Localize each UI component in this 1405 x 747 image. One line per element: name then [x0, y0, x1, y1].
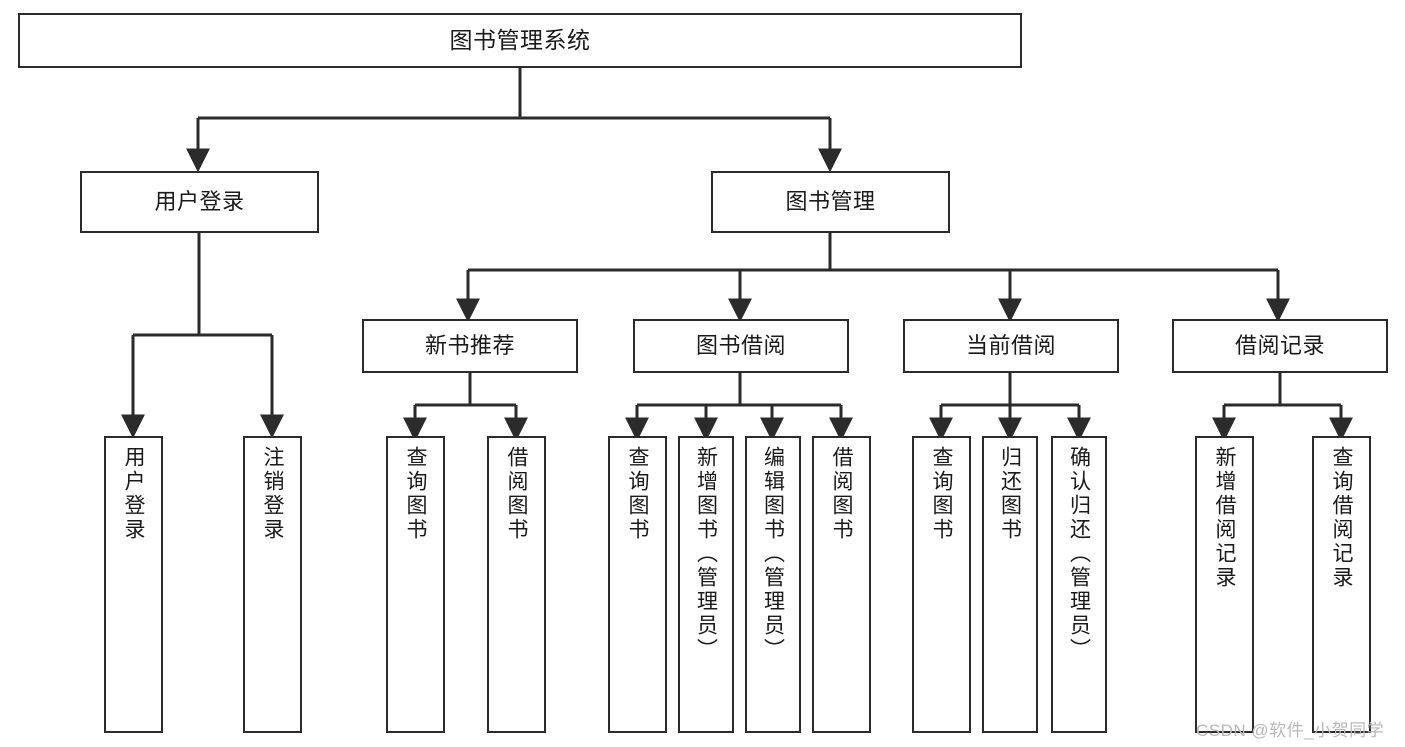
node-label: 用户登录: [122, 446, 145, 542]
node-label: 图书管理: [785, 189, 876, 215]
leaf-borrow-book-recommend[interactable]: 借阅图书: [487, 436, 546, 733]
node-label: 借阅记录: [1234, 333, 1325, 359]
node-label: 新书推荐: [424, 333, 515, 359]
node-label: 查询图书: [626, 446, 649, 542]
node-current-borrow[interactable]: 当前借阅: [903, 319, 1119, 373]
node-root-system[interactable]: 图书管理系统: [18, 13, 1022, 68]
node-label: 编辑图书（管理员）: [761, 446, 785, 662]
node-label: 新增借阅记录: [1213, 446, 1236, 590]
leaf-borrow-book[interactable]: 借阅图书: [812, 436, 871, 733]
leaf-user-login[interactable]: 用户登录: [104, 436, 163, 733]
node-label: 用户登录: [154, 189, 245, 215]
leaf-return-book[interactable]: 归还图书: [982, 436, 1038, 733]
leaf-query-borrow-record[interactable]: 查询借阅记录: [1312, 436, 1371, 733]
node-label: 当前借阅: [965, 333, 1056, 359]
node-label: 借阅图书: [830, 446, 853, 542]
node-book-borrow[interactable]: 图书借阅: [633, 319, 849, 373]
node-label: 图书管理系统: [449, 26, 591, 53]
node-new-book-recommend[interactable]: 新书推荐: [362, 319, 578, 373]
node-label: 注销登录: [261, 446, 284, 542]
leaf-edit-book[interactable]: 编辑图书（管理员）: [745, 436, 801, 733]
node-label: 查询图书: [930, 446, 953, 542]
node-label: 借阅图书: [505, 446, 528, 542]
node-label: 图书借阅: [695, 333, 786, 359]
node-book-manage[interactable]: 图书管理: [711, 171, 950, 233]
node-label: 查询借阅记录: [1330, 446, 1353, 590]
node-label: 查询图书: [404, 446, 427, 542]
node-label: 归还图书: [998, 446, 1022, 542]
leaf-query-book-current[interactable]: 查询图书: [912, 436, 971, 733]
node-label: 新增图书（管理员）: [694, 446, 718, 662]
leaf-query-book-recommend[interactable]: 查询图书: [386, 436, 445, 733]
leaf-add-book[interactable]: 新增图书（管理员）: [678, 436, 734, 733]
leaf-user-logout[interactable]: 注销登录: [243, 436, 302, 733]
leaf-confirm-return[interactable]: 确认归还（管理员）: [1051, 436, 1107, 733]
node-user-login[interactable]: 用户登录: [80, 171, 319, 233]
csdn-watermark: CSDN @软件_小贺同学: [1196, 721, 1385, 740]
node-label: 确认归还（管理员）: [1067, 446, 1091, 662]
leaf-add-borrow-record[interactable]: 新增借阅记录: [1195, 436, 1254, 733]
leaf-query-book-borrow[interactable]: 查询图书: [608, 436, 667, 733]
node-borrow-record[interactable]: 借阅记录: [1172, 319, 1388, 373]
